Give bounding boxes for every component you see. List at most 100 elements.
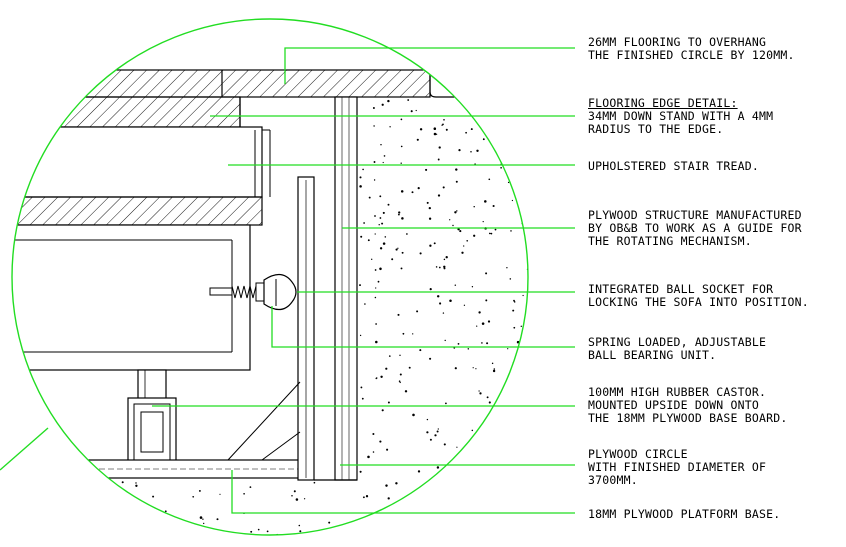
concrete-speckle	[513, 301, 516, 303]
concrete-speckle	[385, 367, 388, 370]
concrete-speckle	[121, 481, 124, 484]
concrete-speckle	[365, 495, 369, 498]
concrete-speckle	[435, 266, 438, 268]
concrete-speckle	[485, 299, 488, 302]
concrete-speckle	[488, 232, 491, 235]
concrete-speckle	[383, 155, 386, 157]
concrete-speckle	[487, 108, 490, 111]
concrete-speckle	[437, 194, 441, 197]
concrete-speckle	[373, 161, 376, 163]
concrete-speckle	[379, 440, 382, 443]
concrete-speckle	[494, 228, 497, 231]
concrete-speckle	[249, 486, 252, 488]
concrete-speckle	[374, 233, 376, 235]
concrete-speckle	[377, 280, 380, 283]
concrete-speckle	[380, 525, 382, 527]
concrete-speckle	[133, 533, 136, 535]
concrete-speckle	[443, 265, 446, 268]
concrete-speckle	[476, 149, 479, 152]
concrete-speckle	[198, 489, 201, 492]
concrete-speckle	[436, 466, 440, 469]
concrete-speckle	[416, 310, 419, 313]
sofa-body	[12, 224, 251, 371]
concrete-speckle	[522, 402, 526, 405]
concrete-speckle	[382, 161, 384, 164]
concrete-speckle	[313, 481, 316, 484]
concrete-speckle	[428, 217, 432, 220]
concrete-speckle	[298, 524, 301, 527]
concrete-speckle	[456, 210, 458, 212]
concrete-speckle	[429, 244, 432, 247]
concrete-speckle	[373, 179, 376, 181]
concrete-speckle	[488, 492, 491, 496]
detail-circle	[11, 18, 529, 536]
concrete-speckle	[445, 128, 448, 131]
concrete-speckle	[96, 496, 100, 499]
concrete-speckle	[482, 220, 484, 223]
concrete-speckle	[386, 448, 389, 451]
concrete-speckle	[379, 247, 383, 250]
concrete-speckle	[313, 541, 314, 542]
concrete-speckle	[360, 386, 363, 389]
concrete-speckle	[516, 340, 520, 344]
concrete-speckle	[368, 196, 371, 199]
concrete-speckle	[521, 509, 523, 511]
leader-platform-base	[231, 470, 575, 514]
concrete-speckle	[379, 267, 382, 271]
concrete-speckle	[527, 340, 528, 343]
concrete-speckle	[492, 204, 495, 208]
concrete-speckle	[419, 349, 422, 352]
concrete-speckle	[510, 230, 512, 232]
concrete-speckle	[410, 110, 413, 113]
concrete-speckle	[438, 266, 441, 269]
concrete-speckle	[399, 354, 401, 357]
concrete-speckle	[452, 224, 454, 227]
concrete-speckle	[481, 342, 483, 344]
concrete-speckle	[463, 483, 465, 485]
concrete-speckle	[494, 539, 495, 540]
concrete-speckle	[434, 434, 437, 437]
concrete-speckle	[458, 149, 461, 152]
concrete-speckle	[381, 222, 384, 225]
concrete-speckle	[371, 258, 373, 260]
concrete-speckle	[400, 190, 404, 193]
concrete-speckle	[529, 105, 530, 106]
concrete-speckle	[513, 326, 516, 329]
concrete-speckle	[296, 537, 298, 539]
concrete-speckle	[399, 381, 401, 384]
concrete-speckle	[364, 303, 366, 305]
concrete-speckle	[476, 507, 478, 509]
concrete-speckle	[478, 390, 480, 392]
concrete-speckle	[277, 538, 279, 540]
label-stair-tread: UPHOLSTERED STAIR TREAD.	[588, 159, 759, 173]
concrete-speckle	[202, 518, 204, 520]
plywood-circle	[314, 96, 358, 481]
concrete-speckle	[101, 517, 104, 520]
concrete-speckle	[382, 211, 385, 214]
concrete-speckle	[412, 413, 415, 417]
concrete-speckle	[455, 180, 458, 183]
concrete-speckle	[379, 217, 382, 219]
concrete-speckle	[454, 367, 457, 370]
concrete-speckle	[465, 535, 467, 537]
concrete-speckle	[482, 138, 485, 141]
concrete-speckle	[408, 366, 411, 369]
concrete-speckle	[359, 185, 362, 188]
concrete-speckle	[400, 118, 403, 121]
concrete-speckle	[400, 267, 403, 270]
concrete-speckle	[527, 349, 528, 352]
concrete-speckle	[500, 495, 504, 498]
concrete-speckle	[520, 99, 523, 102]
concrete-speckle	[328, 521, 331, 524]
castor	[127, 369, 177, 465]
concrete-speckle	[511, 199, 514, 202]
concrete-speckle	[424, 505, 427, 508]
concrete-speckle	[433, 242, 436, 245]
concrete-speckle	[391, 258, 394, 261]
label-edge-detail: FLOORING EDGE DETAIL: 34MM DOWN STAND WI…	[588, 96, 774, 136]
concrete-speckle	[429, 357, 432, 360]
concrete-speckle	[463, 304, 466, 306]
